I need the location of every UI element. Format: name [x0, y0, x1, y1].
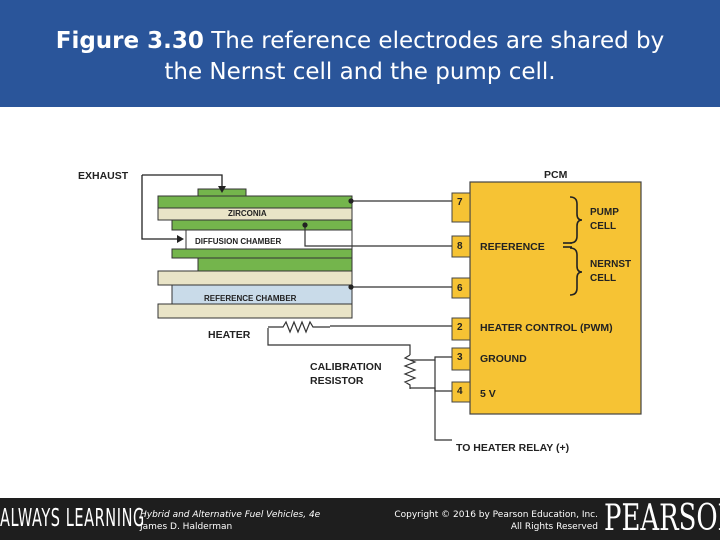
wire-pin-3	[410, 356, 452, 361]
book-title: Hybrid and Alternative Fuel Vehicles, 4e	[140, 510, 321, 520]
figure-label: Figure 3.30	[55, 28, 204, 54]
reference-chamber-label: REFERENCE CHAMBER	[204, 294, 297, 303]
figure-title: Figure 3.30 The reference electrodes are…	[0, 26, 720, 88]
inner-pump-electrode	[171, 219, 353, 231]
wiring	[267, 200, 452, 441]
pump-cell-label-2: CELL	[590, 221, 616, 232]
wire-pin-8	[304, 225, 452, 247]
zirconia-lower-layer	[157, 270, 353, 286]
pin-4: 4	[457, 386, 463, 397]
pin-3: 3	[457, 352, 463, 363]
calibration-resistor-label-1: CALIBRATION	[310, 361, 382, 373]
cell-braces	[563, 196, 583, 296]
junction-dot-6	[348, 284, 354, 290]
heater-relay-label: TO HEATER RELAY (+)	[456, 442, 569, 454]
author-name: James D. Halderman	[140, 522, 233, 532]
pin-connector: 7 8 6 2 3 4	[451, 192, 471, 403]
diffusion-chamber-label: DIFFUSION CHAMBER	[195, 237, 281, 246]
wire-pin-4	[410, 387, 452, 392]
heater-substrate	[157, 303, 353, 319]
zirconia-label: ZIRCONIA	[228, 209, 267, 218]
pin-block-7	[451, 192, 471, 223]
pin-block-4	[451, 381, 471, 403]
junction-dot-7	[348, 198, 354, 204]
heater-label: HEATER	[208, 329, 251, 341]
copyright-line-1: Copyright © 2016 by Pearson Education, I…	[394, 510, 598, 520]
upper-pump-electrode	[157, 195, 353, 209]
nernst-cell-label-1: NERNST	[590, 259, 631, 270]
exhaust-arrowhead-lower	[177, 235, 184, 243]
exhaust-flow	[141, 174, 223, 240]
junction-dots	[302, 198, 354, 290]
always-learning-logo: ALWAYS LEARNING	[0, 503, 145, 532]
heater-control-label: HEATER CONTROL (PWM)	[480, 322, 613, 334]
pearson-logo: PEARSON	[604, 498, 720, 539]
pin-7: 7	[457, 197, 463, 208]
caption-line-1: The reference electrodes are shared by	[203, 28, 665, 54]
nernst-electrode	[197, 257, 353, 272]
sensor-element: ZIRCONIA DIFFUSION CHAMBER REFERENCE CHA…	[157, 188, 353, 319]
pcm-box	[469, 181, 642, 415]
calibration-resistor-label-2: RESISTOR	[310, 375, 364, 387]
pin-8: 8	[457, 241, 463, 252]
copyright-line-2: All Rights Reserved	[510, 522, 598, 532]
pin-block-2	[451, 317, 471, 341]
pcm-label: PCM	[544, 169, 568, 181]
junction-dot-8	[302, 222, 308, 228]
caption-line-2: the Nernst cell and the pump cell.	[164, 59, 556, 85]
exhaust-arrowhead-upper	[218, 186, 226, 193]
exhaust-label: EXHAUST	[78, 170, 129, 182]
pin-block-3	[451, 347, 471, 371]
pin-6: 6	[457, 283, 463, 294]
nernst-brace	[569, 247, 583, 296]
pump-cell-label-1: PUMP	[590, 207, 619, 218]
pin-2: 2	[457, 322, 463, 333]
wire-heater-relay	[434, 360, 452, 441]
ground-label: GROUND	[480, 353, 527, 365]
wire-heater-return	[267, 328, 411, 355]
title-banner	[0, 0, 720, 107]
exhaust-arrow-lower	[141, 175, 178, 240]
reference-label: REFERENCE	[480, 241, 545, 253]
footer-bar	[0, 498, 720, 540]
exhaust-arrow-upper	[142, 174, 223, 188]
heater-zigzag	[268, 320, 330, 334]
pump-brace	[569, 196, 583, 244]
pin-block-6	[451, 277, 471, 299]
five-volt-label: 5 V	[480, 388, 496, 400]
calibration-resistor-zigzag	[403, 354, 417, 389]
nernst-cell-label-2: CELL	[590, 273, 616, 284]
nernst-electrode-top	[171, 248, 353, 259]
